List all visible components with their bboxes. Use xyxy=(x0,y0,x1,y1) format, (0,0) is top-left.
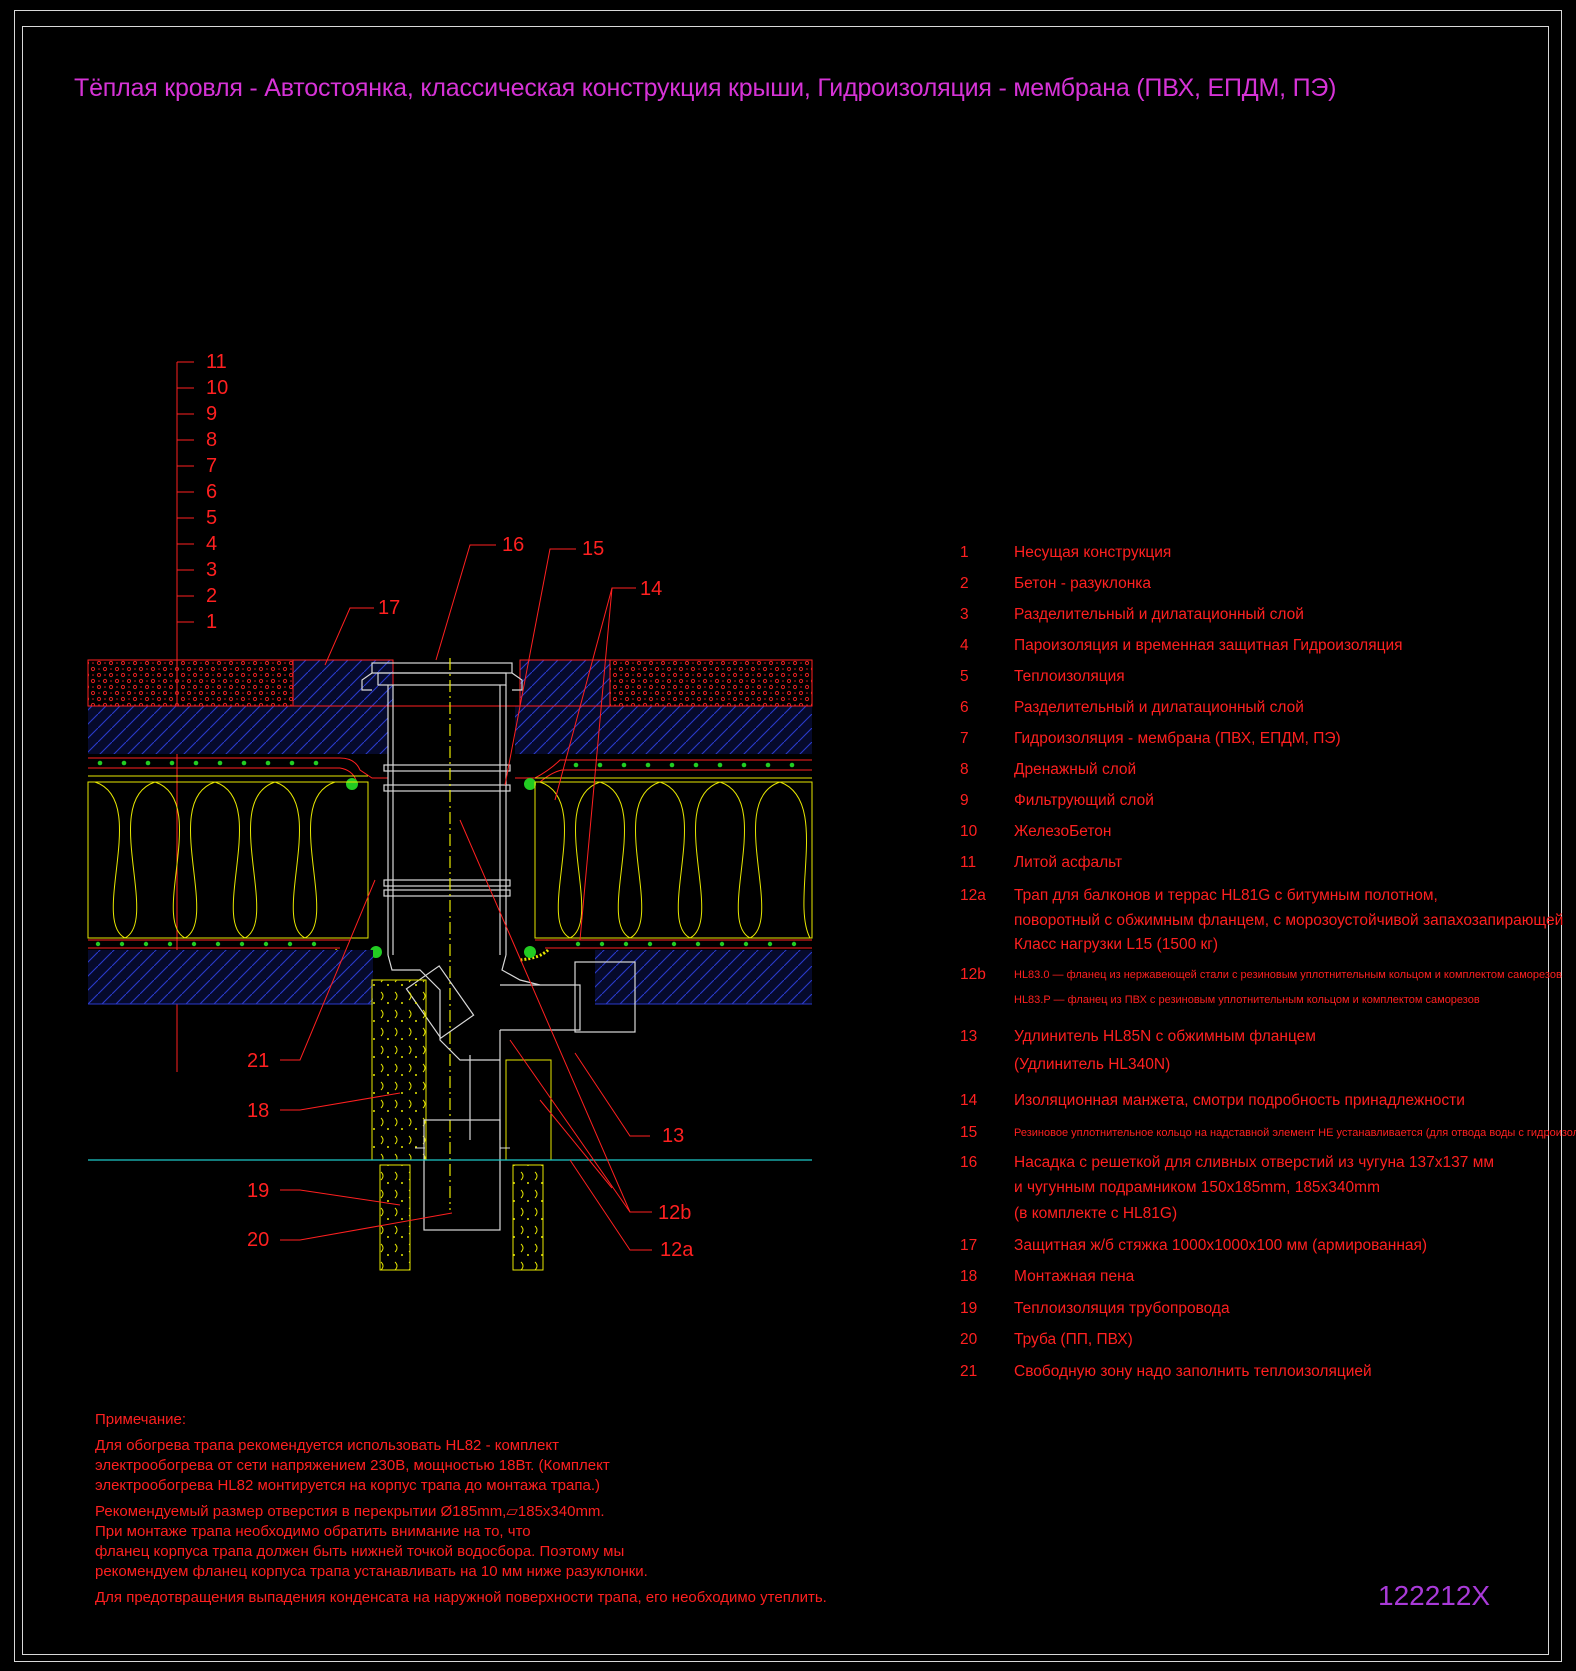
note-heading: Примечание: xyxy=(95,1411,186,1428)
scale-label: 10 xyxy=(206,377,229,399)
note-line: Для предотвращения выпадения конденсата … xyxy=(95,1589,827,1606)
note-line: При монтаже трапа необходимо обратить вн… xyxy=(95,1523,531,1540)
load-bearing-slab xyxy=(88,950,812,1005)
drawing-title: Тёплая кровля - Автостоянка, классическа… xyxy=(74,74,1337,102)
note-line: Для обогрева трапа рекомендуется использ… xyxy=(95,1437,559,1454)
callout-15: 15 xyxy=(582,538,605,560)
downpipe xyxy=(88,979,812,1271)
callout-12a: 12a xyxy=(660,1239,694,1261)
thermal-insulation-layer xyxy=(87,781,813,939)
callout-20: 20 xyxy=(247,1229,270,1251)
scale-label: 1 xyxy=(206,611,218,633)
callout-12b: 12b xyxy=(658,1202,692,1224)
scale-label: 2 xyxy=(206,585,218,607)
scale-label: 5 xyxy=(206,507,218,529)
callout-17: 17 xyxy=(378,597,401,619)
note-line: электрообогрева от сети напряжением 230В… xyxy=(95,1457,610,1474)
drain-body xyxy=(361,658,636,1210)
asphalt-layer xyxy=(87,659,813,707)
callout-16: 16 xyxy=(502,534,525,556)
drainage-membrane-layer xyxy=(88,757,812,790)
callout-18: 18 xyxy=(247,1100,270,1122)
scale-label: 9 xyxy=(206,403,218,425)
scale-label: 6 xyxy=(206,481,218,503)
protective-slab xyxy=(292,659,611,707)
drawing-code: 122212X xyxy=(1378,1580,1491,1611)
scale-label: 7 xyxy=(206,455,218,477)
vapour-barrier-layer xyxy=(88,939,812,962)
note-line: электрообогрева HL82 монтируется на корп… xyxy=(95,1477,600,1494)
note-block: Примечание: Для обогрева трапа рекоменду… xyxy=(95,1410,827,1608)
scale-label: 11 xyxy=(206,351,227,373)
callout-14: 14 xyxy=(640,578,663,600)
concrete-layer-top xyxy=(88,705,812,754)
drawing-frame-outer xyxy=(14,10,1562,1662)
drawing-frame-inner xyxy=(22,26,1549,1655)
callout-leaders xyxy=(280,544,652,1251)
callout-13: 13 xyxy=(662,1125,685,1147)
note-line: Рекомендуемый размер отверстия в перекры… xyxy=(95,1503,605,1520)
scale-label: 3 xyxy=(206,559,218,581)
callout-21: 21 xyxy=(247,1050,270,1072)
callout-19: 19 xyxy=(247,1180,270,1202)
scale-label: 4 xyxy=(206,533,218,555)
scale-label: 8 xyxy=(206,429,218,451)
note-line: фланец корпуса трапа должен быть нижней … xyxy=(95,1543,625,1560)
note-line: рекомендуем фланец корпуса трапа устанав… xyxy=(95,1563,648,1580)
